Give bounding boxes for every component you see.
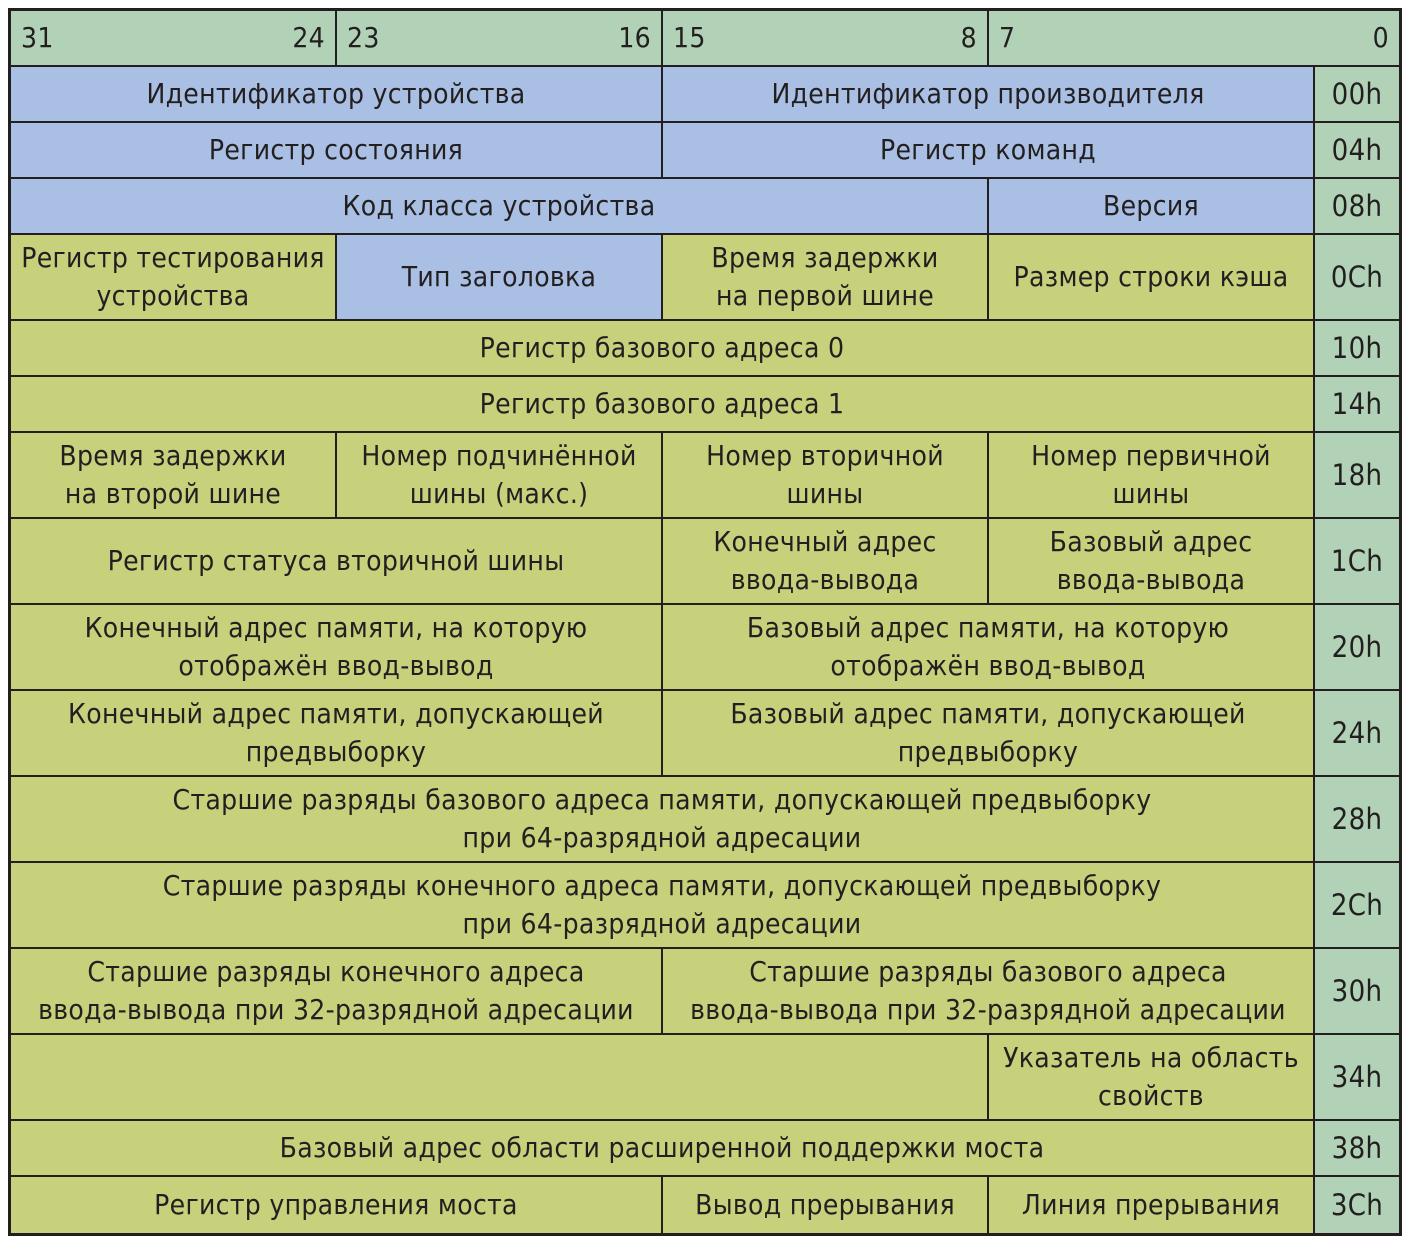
bit-label: 15 — [673, 21, 706, 54]
secondary-bus-field: Номер вторичной шины — [663, 433, 989, 519]
bridge-control-field: Регистр управления моста — [11, 1177, 663, 1233]
pci-bridge-config-header-diagram: 31 24 23 16 15 8 7 0 Идентификатор устро… — [8, 8, 1402, 1236]
bit-label: 23 — [347, 21, 380, 54]
prefetch-base-field: Базовый адрес памяти, допускающей предвы… — [663, 691, 1315, 777]
bit-label: 0 — [1372, 21, 1389, 54]
io-base-field: Базовый адрес ввода-вывода — [989, 519, 1315, 605]
offset-label: 24h — [1315, 691, 1399, 777]
offset-label: 14h — [1315, 377, 1399, 433]
memory-base-field: Базовый адрес памяти, на которую отображ… — [663, 605, 1315, 691]
primary-latency-field: Время задержки на первой шине — [663, 235, 989, 321]
prefetch-limit-upper-field: Старшие разряды конечного адреса памяти,… — [11, 863, 1315, 949]
prefetch-limit-field: Конечный адрес памяти, допускающей предв… — [11, 691, 663, 777]
vendor-id-field: Идентификатор производителя — [663, 67, 1315, 123]
offset-label: 1Ch — [1315, 519, 1399, 605]
bit-label: 8 — [960, 21, 977, 54]
offset-label: 38h — [1315, 1121, 1399, 1177]
offset-label: 30h — [1315, 949, 1399, 1035]
bit-label: 24 — [292, 21, 325, 54]
offset-label: 20h — [1315, 605, 1399, 691]
offset-label: 18h — [1315, 433, 1399, 519]
capabilities-pointer-field: Указатель на область свойств — [989, 1035, 1315, 1121]
bist-field: Регистр тестирования устройства — [11, 235, 337, 321]
bit-range-23-16: 23 16 — [337, 11, 663, 67]
bit-label: 7 — [999, 21, 1016, 54]
secondary-latency-field: Время задержки на второй шине — [11, 433, 337, 519]
memory-limit-field: Конечный адрес памяти, на которую отобра… — [11, 605, 663, 691]
prefetch-base-upper-field: Старшие разряды базового адреса памяти, … — [11, 777, 1315, 863]
bit-range-31-24: 31 24 — [11, 11, 337, 67]
reserved-field — [11, 1035, 989, 1121]
header-type-field: Тип заголовка — [337, 235, 663, 321]
expansion-rom-base-field: Базовый адрес области расширенной поддер… — [11, 1121, 1315, 1177]
io-limit-upper-field: Старшие разряды конечного адреса ввода-в… — [11, 949, 663, 1035]
offset-label: 04h — [1315, 123, 1399, 179]
revision-field: Версия — [989, 179, 1315, 235]
secondary-status-field: Регистр статуса вторичной шины — [11, 519, 663, 605]
bit-label: 31 — [21, 21, 54, 54]
offset-label: 2Ch — [1315, 863, 1399, 949]
bar1-field: Регистр базового адреса 1 — [11, 377, 1315, 433]
class-code-field: Код класса устройства — [11, 179, 989, 235]
offset-label: 00h — [1315, 67, 1399, 123]
io-base-upper-field: Старшие разряды базового адреса ввода-вы… — [663, 949, 1315, 1035]
interrupt-pin-field: Вывод прерывания — [663, 1177, 989, 1233]
subordinate-bus-field: Номер подчинённой шины (макс.) — [337, 433, 663, 519]
register-grid: 31 24 23 16 15 8 7 0 Идентификатор устро… — [11, 11, 1399, 1233]
offset-label: 10h — [1315, 321, 1399, 377]
interrupt-line-field: Линия прерывания — [989, 1177, 1315, 1233]
offset-label: 08h — [1315, 179, 1399, 235]
io-limit-field: Конечный адрес ввода-вывода — [663, 519, 989, 605]
bit-range-7-0: 7 0 — [989, 11, 1399, 67]
bar0-field: Регистр базового адреса 0 — [11, 321, 1315, 377]
cache-line-size-field: Размер строки кэша — [989, 235, 1315, 321]
status-register-field: Регистр состояния — [11, 123, 663, 179]
primary-bus-field: Номер первичной шины — [989, 433, 1315, 519]
bit-range-15-8: 15 8 — [663, 11, 989, 67]
bit-label: 16 — [618, 21, 651, 54]
device-id-field: Идентификатор устройства — [11, 67, 663, 123]
offset-label: 28h — [1315, 777, 1399, 863]
offset-label: 34h — [1315, 1035, 1399, 1121]
offset-label: 3Ch — [1315, 1177, 1399, 1233]
command-register-field: Регистр команд — [663, 123, 1315, 179]
offset-label: 0Ch — [1315, 235, 1399, 321]
